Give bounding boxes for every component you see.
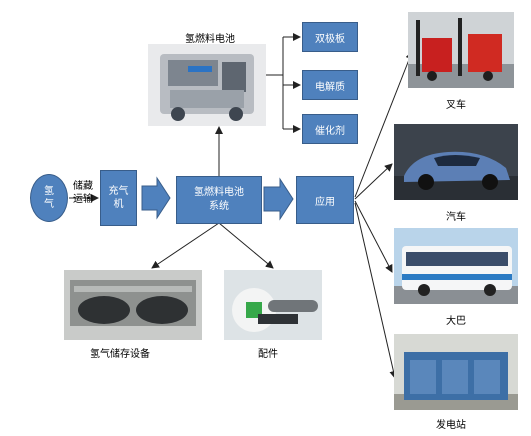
forklift-label: 叉车 xyxy=(446,100,466,111)
bipolar-plate-box: 双极板 xyxy=(302,22,358,52)
fuel-cell-image xyxy=(148,44,266,126)
storage-transport-label: 储藏 运输 xyxy=(73,181,93,205)
power-station-image xyxy=(394,334,518,410)
catalyst-label: 催化剂 xyxy=(315,125,345,137)
application-box: 应用 xyxy=(296,176,354,224)
h2-storage-label: 氢气储存设备 xyxy=(90,349,150,360)
h2-storage-image xyxy=(64,270,202,340)
hydrogen-node: 氢 气 xyxy=(30,174,68,222)
accessories-image xyxy=(224,270,322,340)
car-label: 汽车 xyxy=(446,212,466,223)
electrolyte-label: 电解质 xyxy=(315,81,345,93)
catalyst-box: 催化剂 xyxy=(302,114,358,144)
fc-system-box: 氢燃料电池 系统 xyxy=(176,176,262,224)
electrolyte-box: 电解质 xyxy=(302,70,358,100)
power-station-label: 发电站 xyxy=(436,420,466,431)
bus-image xyxy=(394,228,518,304)
accessories-label: 配件 xyxy=(258,349,278,360)
compressor-box: 充气 机 xyxy=(100,170,137,226)
bipolar-plate-label: 双极板 xyxy=(315,33,345,45)
fc-system-label: 氢燃料电池 系统 xyxy=(194,187,244,212)
fc-title: 氢燃料电池 xyxy=(185,34,235,45)
forklift-image xyxy=(408,12,514,88)
compressor-label: 充气 机 xyxy=(108,186,129,210)
bus-label: 大巴 xyxy=(446,316,466,327)
car-image xyxy=(394,124,518,200)
hydrogen-label: 氢 气 xyxy=(44,186,54,210)
application-label: 应用 xyxy=(315,196,335,208)
